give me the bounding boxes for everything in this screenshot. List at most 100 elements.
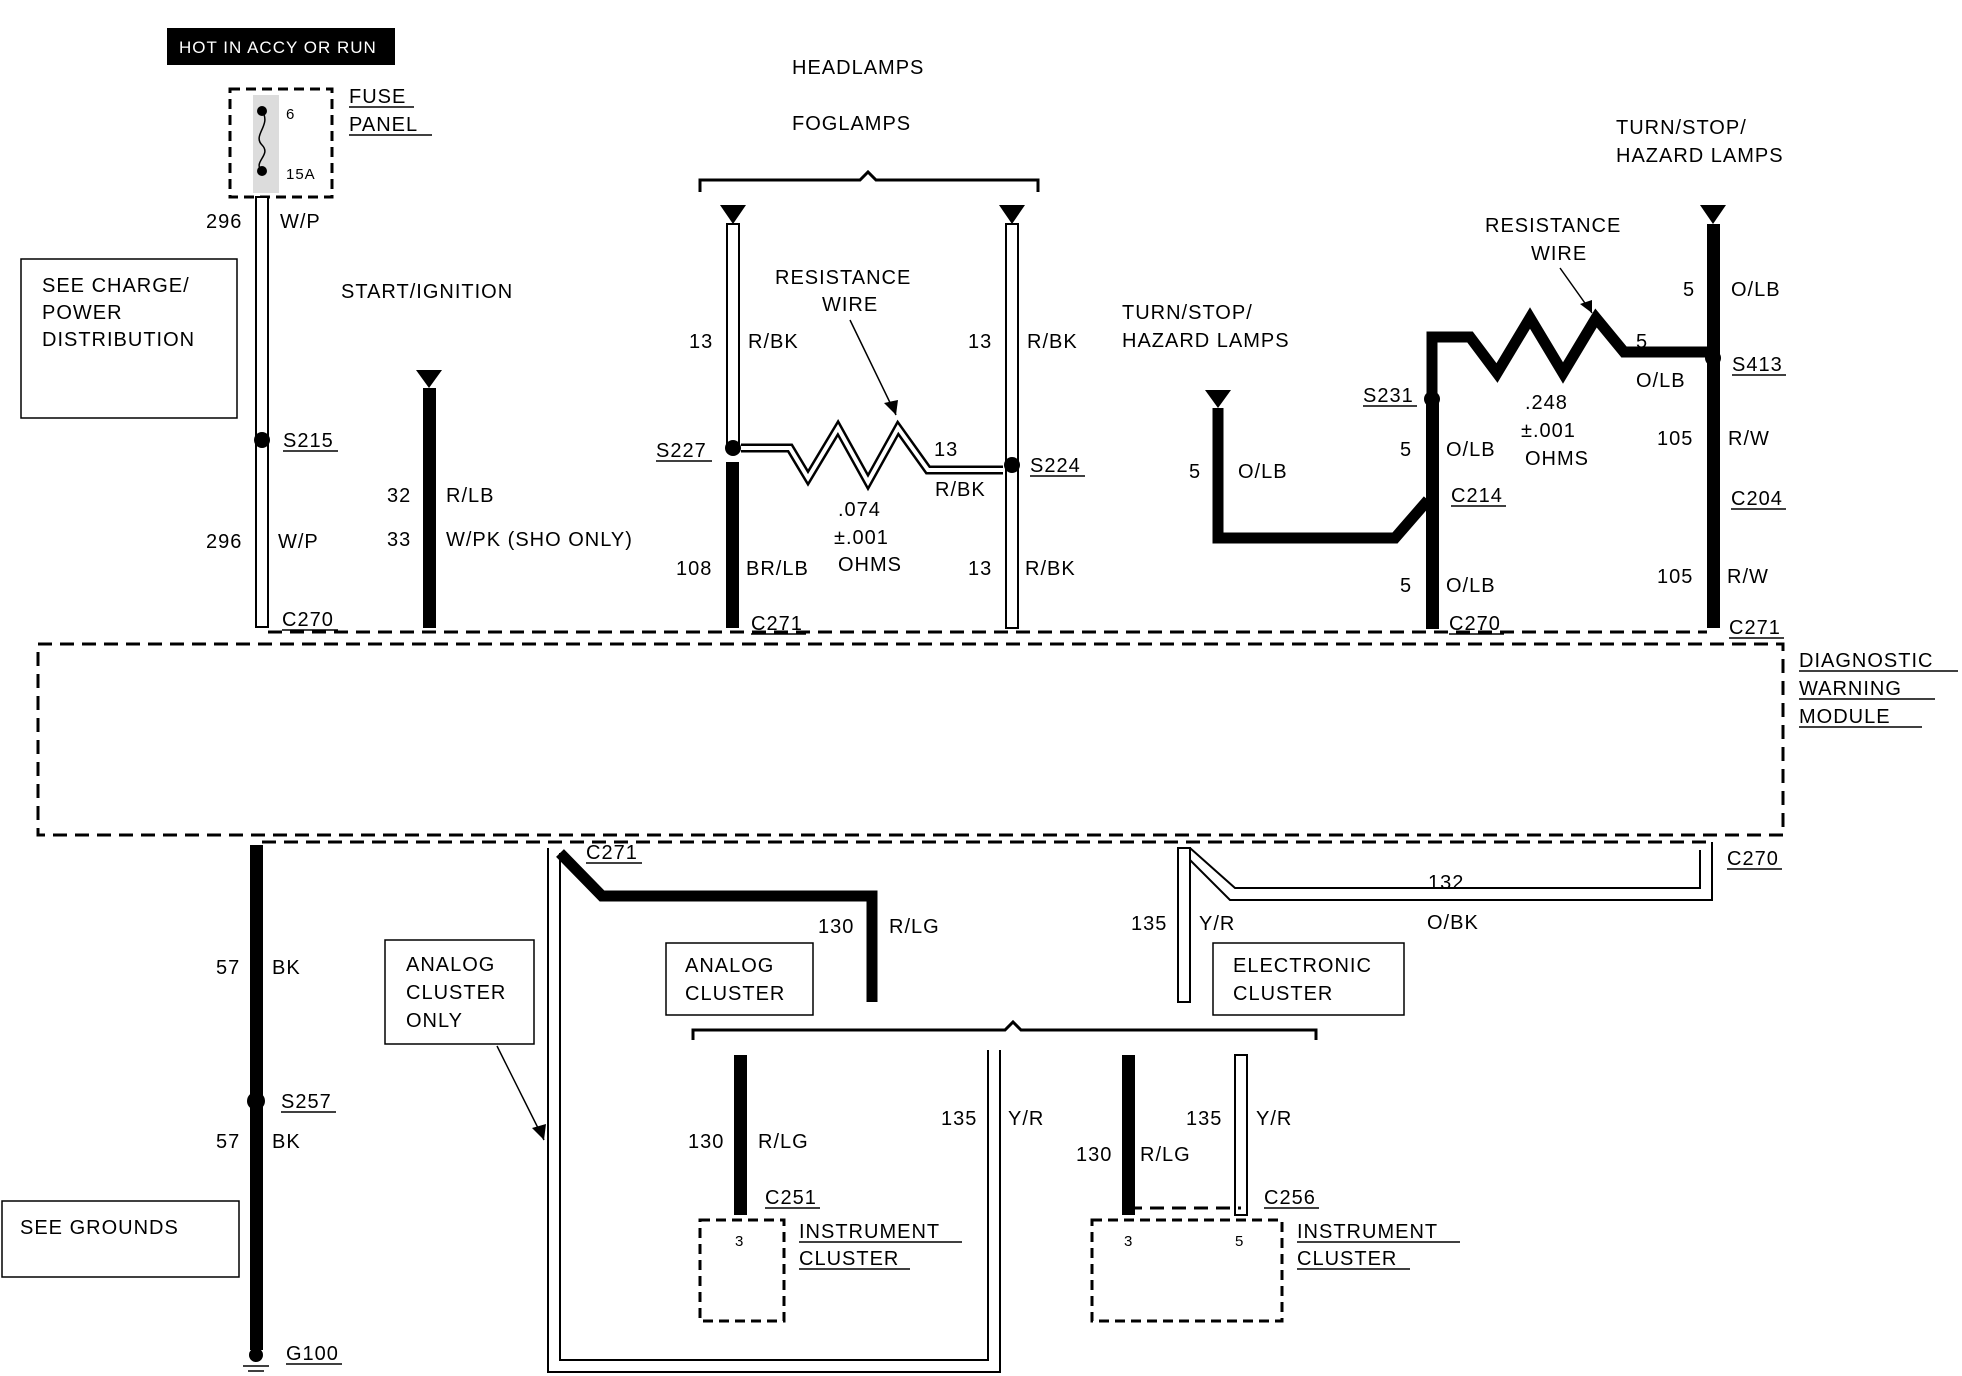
res-right-label1: RESISTANCE xyxy=(1485,215,1621,237)
wire-105b-num: 105 xyxy=(1657,566,1693,588)
wire-13c-num: 13 xyxy=(968,558,992,580)
conn-c271-b: C271 xyxy=(1729,617,1781,639)
wire-13mid-num: 13 xyxy=(934,439,958,461)
headlamp-arrow-right xyxy=(999,205,1025,224)
splice-s215-label: S215 xyxy=(283,430,334,452)
wire-296-top-num: 296 xyxy=(206,211,242,233)
wire-57a-num: 57 xyxy=(216,957,240,979)
res-left-value: .074 xyxy=(838,499,881,521)
wire-33-num: 33 xyxy=(387,529,411,551)
foglamps-heading: FOGLAMPS xyxy=(792,113,911,135)
turn-mid-arrow xyxy=(1205,390,1231,408)
analog-only-pointer-head xyxy=(532,1124,546,1140)
res-right-pointer-head xyxy=(1580,300,1592,313)
wire-132-num: 132 xyxy=(1428,872,1464,894)
analog-only-pointer xyxy=(496,1045,545,1141)
start-ignition-heading: START/IGNITION xyxy=(341,281,513,303)
wire-135a-num: 135 xyxy=(941,1108,977,1130)
diagnostic-warning-module[interactable] xyxy=(36,642,1785,837)
wire-108-num: 108 xyxy=(676,558,712,580)
turn-top-arrow xyxy=(1700,205,1726,224)
wire-132-inner xyxy=(1189,847,1701,889)
wire-135b-color: Y/R xyxy=(1199,913,1235,935)
conn-c270-b: C270 xyxy=(1449,613,1501,635)
wire-105a-num: 105 xyxy=(1657,428,1693,450)
splice-s215 xyxy=(254,432,270,448)
splice-s224-label: S224 xyxy=(1030,455,1081,477)
wire-13mid-color: R/BK xyxy=(935,479,986,501)
wire-135-analog-only-inner xyxy=(559,853,989,1361)
wire-5-mid xyxy=(1212,408,1433,544)
analog-only-line1: ANALOG xyxy=(406,954,495,976)
wire-13c-color: R/BK xyxy=(1025,558,1076,580)
headlamps-heading: HEADLAMPS xyxy=(792,57,924,79)
analog-only-line3: ONLY xyxy=(406,1010,463,1032)
wire-57a-color: BK xyxy=(272,957,301,979)
turn-mid-heading-1: TURN/STOP/ xyxy=(1122,302,1253,324)
wire-135a-color: Y/R xyxy=(1008,1108,1044,1130)
wire-130c-color: R/LG xyxy=(1140,1144,1191,1166)
wire-57b-num: 57 xyxy=(216,1131,240,1153)
analog-only-line2: CLUSTER xyxy=(406,982,506,1004)
see-grounds-label: SEE GROUNDS xyxy=(20,1217,179,1239)
wire-108-color: BR/LB xyxy=(746,558,809,580)
res-left-label2: WIRE xyxy=(822,294,878,316)
instrument-cluster-right[interactable] xyxy=(1090,1218,1284,1323)
see-grounds-box[interactable] xyxy=(1,1200,240,1278)
wire-32-num: 32 xyxy=(387,485,411,507)
splice-s231-label: S231 xyxy=(1363,385,1414,407)
wire-5c-num: 5 xyxy=(1400,439,1412,461)
wire-5a-num: 5 xyxy=(1189,461,1201,483)
wire-135c-num: 135 xyxy=(1186,1108,1222,1130)
res-right-value: .248 xyxy=(1525,392,1568,414)
see-charge-box[interactable] xyxy=(20,258,238,419)
res-left-tol: ±.001 xyxy=(834,527,889,549)
wire-130-left xyxy=(734,1055,747,1215)
res-left-pointer xyxy=(849,319,897,416)
instrument-cluster-left[interactable] xyxy=(698,1218,786,1323)
wire-130b-color: R/LG xyxy=(758,1131,809,1153)
wire-130a-num: 130 xyxy=(818,916,854,938)
res-right-tol: ±.001 xyxy=(1521,420,1576,442)
see-charge-line2: POWER xyxy=(42,302,123,324)
module-label-1: DIAGNOSTIC xyxy=(1799,650,1933,672)
wire-135c-color: Y/R xyxy=(1256,1108,1292,1130)
wire-13b-color: R/BK xyxy=(1027,331,1078,353)
wire-296-bot-color: W/P xyxy=(278,531,319,553)
res-right-label2: WIRE xyxy=(1531,243,1587,265)
wire-135b-num: 135 xyxy=(1131,913,1167,935)
electronic-cluster-box[interactable] xyxy=(1212,942,1405,1016)
ground-g100-label: G100 xyxy=(286,1343,339,1365)
module-label-2: WARNING xyxy=(1799,678,1902,700)
instrument-cluster-right-label2: CLUSTER xyxy=(1297,1248,1397,1270)
wire-5b-color: O/LB xyxy=(1636,370,1686,392)
wire-5a-color: O/LB xyxy=(1238,461,1288,483)
wire-33-color: W/PK (SHO ONLY) xyxy=(446,529,633,551)
turn-top-heading-2: HAZARD LAMPS xyxy=(1616,145,1784,167)
wire-5c-color: O/LB xyxy=(1446,439,1496,461)
see-charge-line1: SEE CHARGE/ xyxy=(42,275,190,297)
analog-only-box[interactable] xyxy=(384,939,535,1045)
wire-130-right xyxy=(1122,1055,1135,1215)
wire-130c-num: 130 xyxy=(1076,1144,1112,1166)
splice-s257 xyxy=(247,1092,265,1110)
ground-g100-dot xyxy=(249,1348,263,1362)
wire-32-33 xyxy=(423,388,436,628)
fuse-panel-label-1: FUSE xyxy=(349,86,406,108)
wire-105a-color: R/W xyxy=(1728,428,1770,450)
analog-cluster-box[interactable] xyxy=(665,942,814,1016)
fuse-element xyxy=(258,110,266,172)
wire-296-bot-num: 296 xyxy=(206,531,242,553)
analog-cluster-line2: CLUSTER xyxy=(685,983,785,1005)
wire-13a-color: R/BK xyxy=(748,331,799,353)
electronic-cluster-line1: ELECTRONIC xyxy=(1233,955,1372,977)
wire-132 xyxy=(1177,842,1713,901)
wire-5b-num: 5 xyxy=(1636,331,1648,353)
splice-s257-label: S257 xyxy=(281,1091,332,1113)
conn-c271-a: C271 xyxy=(751,613,803,635)
instrument-cluster-right-pin-a: 3 xyxy=(1124,1233,1133,1250)
conn-c271-c: C271 xyxy=(586,842,638,864)
instrument-cluster-left-pin: 3 xyxy=(735,1233,744,1250)
start-arrow xyxy=(416,370,442,388)
